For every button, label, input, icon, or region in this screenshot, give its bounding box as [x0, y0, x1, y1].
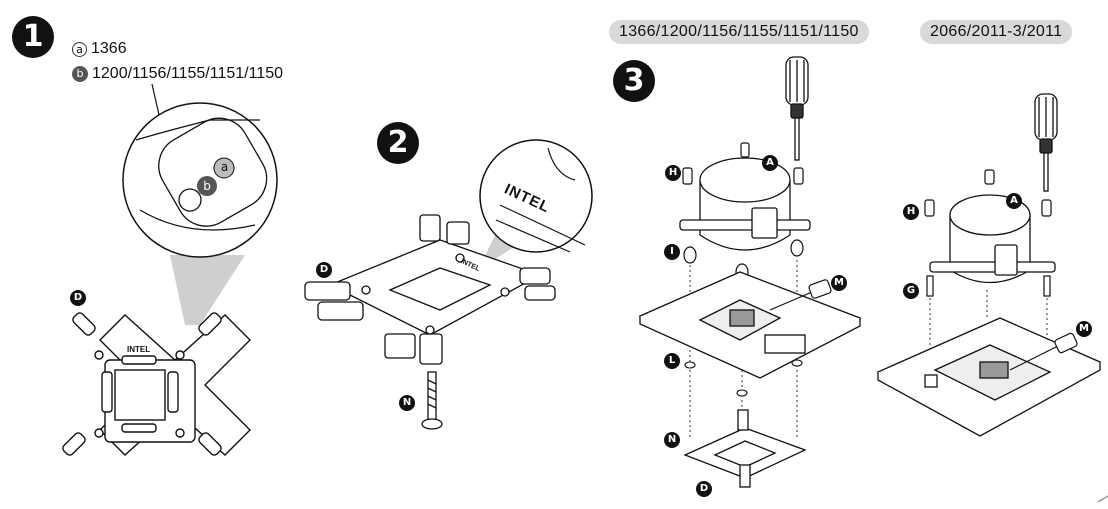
step2-zoom-circle: [479, 139, 593, 253]
badge-a-icon: a: [72, 41, 87, 57]
step3-screwdriver-left: [785, 56, 809, 161]
step1-zoom-cone: [170, 255, 245, 325]
step3-washers-left: [684, 359, 803, 397]
step3-left-callout-a: A: [762, 155, 778, 171]
step1-callout-d: D: [70, 290, 86, 306]
step2-zoom-detail: [495, 147, 586, 253]
step1-plate-label: INTEL: [127, 345, 151, 354]
step3-pump-left: [679, 157, 811, 251]
badge-b-icon: b: [72, 66, 88, 82]
step2-backplate: [304, 214, 556, 365]
legend-row-a: a 1366: [72, 40, 127, 58]
legend-row-b: b 1200/1156/1155/1151/1150: [72, 65, 283, 83]
step2-callout-n: N: [399, 395, 415, 411]
socket-group-pill-2: 2066/2011-3/2011: [920, 20, 1073, 44]
corner-mark: [1097, 495, 1108, 503]
step3-right-callout-a: A: [1006, 193, 1022, 209]
step3-left-callout-d: D: [696, 481, 712, 497]
step3-left-callout-i: I: [664, 244, 680, 260]
step1-zoom-detail: [135, 117, 268, 231]
legend-label-b: 1200/1156/1155/1151/1150: [92, 65, 283, 82]
step-3-number: 3: [613, 60, 655, 102]
step3-screws-right: [924, 169, 1052, 297]
legend-label-a: 1366: [91, 40, 127, 57]
step3-motherboard-right: [876, 317, 1102, 437]
step3-screwdriver-right: [1034, 93, 1058, 192]
step3-right-callout-g: G: [903, 283, 919, 299]
step3-syringe-right: [1009, 332, 1078, 371]
step-2-number: 2: [377, 122, 419, 164]
zoom-badge-b: b: [203, 179, 211, 193]
step2-callout-d: D: [316, 262, 332, 278]
step3-right-callout-m: M: [1076, 321, 1092, 337]
step3-right-callout-h: H: [903, 204, 919, 220]
step3-left-callout-m: M: [831, 275, 847, 291]
step2-screw: [421, 371, 443, 430]
step3-left-callout-h: H: [665, 165, 681, 181]
step3-motherboard-left: [638, 271, 862, 379]
zoom-badge-a: a: [220, 160, 229, 174]
step3-left-callout-l: L: [664, 353, 680, 369]
step3-syringe-left: [769, 279, 832, 311]
step3-pump-right: [929, 194, 1056, 284]
step-1-number: 1: [12, 16, 54, 58]
step1-backplate: [62, 312, 251, 456]
step3-left-callout-n: N: [664, 432, 680, 448]
socket-group-pill-1: 1366/1200/1156/1155/1151/1150: [609, 20, 869, 44]
step3-backplate-left: [683, 409, 807, 488]
